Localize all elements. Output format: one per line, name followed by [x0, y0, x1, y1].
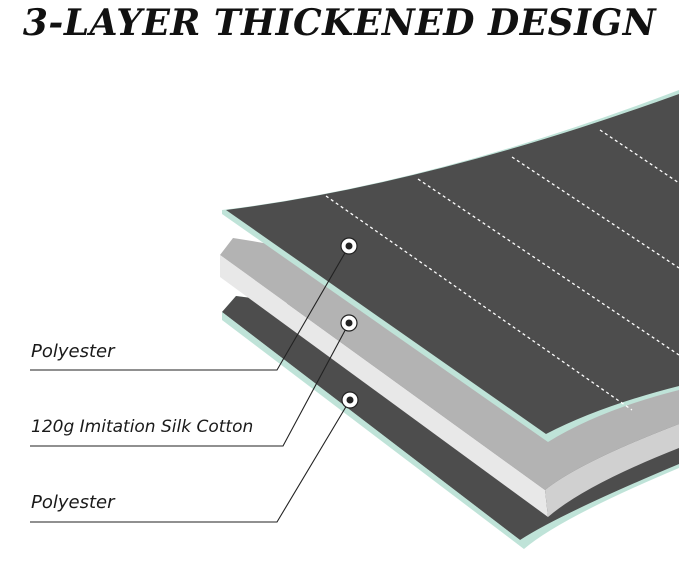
marker-bottom [341, 391, 359, 409]
leader-line-top [30, 245, 350, 371]
top-polyester-layer [222, 90, 679, 442]
headline-title: 3-LAYER THICKENED DESIGN [22, 2, 657, 44]
marker-middle [340, 314, 358, 332]
layer-label-middle: 120g Imitation Silk Cotton [31, 417, 254, 437]
marker-top [340, 237, 358, 255]
leader-line-bottom [30, 399, 351, 523]
layer-label-top: Polyester [31, 341, 115, 362]
leader-line-middle [30, 322, 350, 447]
stitch-lines [325, 129, 679, 411]
layer-label-bottom: Polyester [31, 492, 115, 513]
leader-lines [30, 245, 351, 523]
